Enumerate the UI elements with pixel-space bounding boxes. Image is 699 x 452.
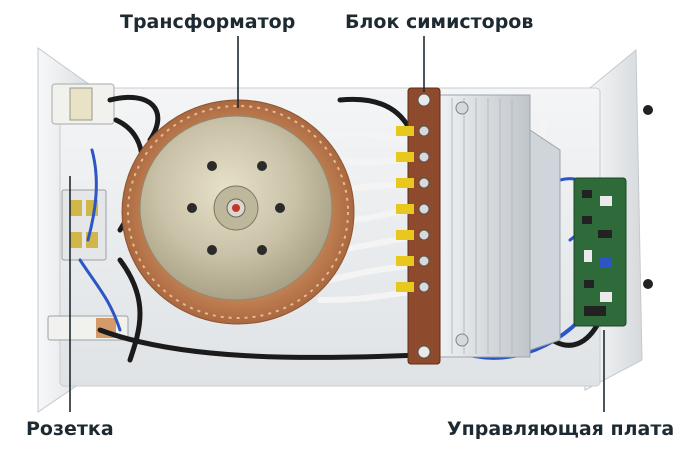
leader-lines [69, 36, 605, 412]
heatsink [439, 94, 561, 358]
triac-block [396, 87, 441, 365]
label-socket: Розетка [26, 418, 114, 440]
triac-terminals [396, 125, 430, 293]
control-board [573, 177, 627, 327]
toroidal-transformer [121, 99, 355, 325]
label-control-board: Управляющая плата [447, 418, 675, 440]
label-transformer: Трансформатор [120, 11, 296, 33]
label-triac-block: Блок симисторов [345, 11, 534, 33]
